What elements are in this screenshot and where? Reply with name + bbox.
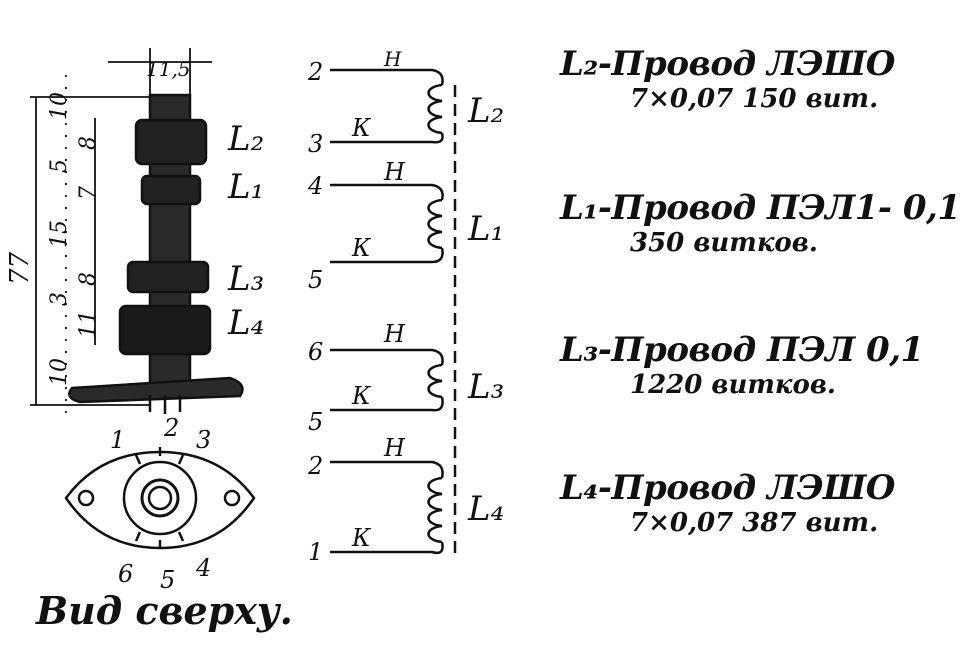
base-bore-inner xyxy=(147,485,173,511)
schem-l3-end: К xyxy=(351,382,372,410)
schem-l2-top-pin: 2 xyxy=(307,58,323,86)
dim-seg-2: 8 xyxy=(76,136,101,150)
schem-l2-start: Н xyxy=(383,47,402,71)
schem-l2-bottom-pin: 3 xyxy=(308,130,323,158)
dim-seg-4: 7 xyxy=(76,186,101,200)
spec-l3-coil: L₃ xyxy=(560,330,598,370)
dim-seg-1: 10 xyxy=(47,92,72,120)
base-outline xyxy=(64,450,256,550)
coil-l1-turns xyxy=(427,198,443,250)
winding-l4 xyxy=(118,304,212,356)
former-label-l2: L₂ xyxy=(227,119,264,159)
spec-l1-extra: 350 витков. xyxy=(630,228,818,258)
mounting-hole-right xyxy=(223,489,241,507)
base-pin-1: 1 xyxy=(110,426,125,454)
schem-l3-start: Н xyxy=(383,320,406,348)
mounting-hole-left xyxy=(77,489,95,507)
coil-l3-turns xyxy=(427,363,443,399)
dim-seg-6: 8 xyxy=(76,272,101,286)
base-pin-5: 5 xyxy=(160,566,175,594)
schem-l4-top-pin: 2 xyxy=(307,452,323,480)
spec-l1: L₁-Провод ПЭЛ1- 0,1 350 витков. xyxy=(560,188,970,258)
schem-l2-end: К xyxy=(351,114,372,142)
schem-l1-label: L₁ xyxy=(467,209,504,249)
base-pin-4: 4 xyxy=(195,554,211,582)
base-top-view xyxy=(64,447,256,550)
schem-l4-start: Н xyxy=(383,434,406,462)
schem-l1-top-pin: 4 xyxy=(307,172,323,200)
spec-l2-extra: 7×0,07 150 вит. xyxy=(630,84,879,114)
dim-seg-7: 3 xyxy=(47,292,72,306)
caption-top-view: Вид сверху. xyxy=(36,588,293,633)
dimension-lines xyxy=(30,48,212,420)
dim-seg-5: 15 xyxy=(47,220,72,248)
schem-l4-label: L₄ xyxy=(467,489,504,529)
base-pin-3: 3 xyxy=(196,426,211,454)
schem-l3-label: L₃ xyxy=(467,367,504,407)
spec-l4-extra: 7×0,07 387 вит. xyxy=(630,508,879,538)
former-label-l4: L₄ xyxy=(227,303,264,343)
dim-diameter: 11,5 xyxy=(146,57,191,81)
spec-l3-extra: 1220 витков. xyxy=(630,370,836,400)
base-collar xyxy=(122,460,198,536)
dim-total: 77 xyxy=(5,251,35,285)
coil-former-drawing xyxy=(68,93,244,414)
spec-l3-desc: -Провод ПЭЛ 0,1 xyxy=(597,330,924,370)
former-label-l1: L₁ xyxy=(227,167,264,207)
dim-seg-8: 11 xyxy=(76,310,101,338)
schem-l4-end: К xyxy=(351,524,372,552)
base-pin-2: 2 xyxy=(163,414,179,442)
spec-l2-desc: -Провод ЛЭШО xyxy=(597,44,896,84)
spec-l4-desc: -Провод ЛЭШО xyxy=(597,468,896,508)
coil-l2-turns xyxy=(427,83,443,135)
spec-l2-coil: L₂ xyxy=(560,44,598,84)
spec-l1-desc: -Провод ПЭЛ1- 0,1 xyxy=(597,188,961,228)
schem-l1-bottom-pin: 5 xyxy=(308,266,323,294)
spec-l2: L₂-Провод ЛЭШО 7×0,07 150 вит. xyxy=(560,44,970,114)
dim-seg-9: 10 xyxy=(47,358,72,386)
winding-l1 xyxy=(140,174,202,206)
winding-l3 xyxy=(126,260,210,294)
schem-l1-start: Н xyxy=(383,158,406,186)
winding-schematic xyxy=(330,68,457,555)
spec-l4: L₄-Провод ЛЭШО 7×0,07 387 вит. xyxy=(560,468,970,538)
schem-l3-bottom-pin: 5 xyxy=(308,408,323,436)
schem-l2-label: L₂ xyxy=(467,91,504,131)
base-flange xyxy=(68,376,244,404)
spec-l3: L₃-Провод ПЭЛ 0,1 1220 витков. xyxy=(560,330,970,400)
base-bore-outer xyxy=(140,478,180,518)
spec-l4-coil: L₄ xyxy=(560,468,598,508)
base-pin-6: 6 xyxy=(118,560,133,588)
winding-l2 xyxy=(134,118,208,166)
former-label-l3: L₃ xyxy=(227,259,264,299)
schem-l3-top-pin: 6 xyxy=(308,338,323,366)
schem-l1-end: К xyxy=(351,234,372,262)
schem-l4-bottom-pin: 1 xyxy=(308,538,323,566)
dim-seg-3: 5 xyxy=(47,159,72,173)
spec-l1-coil: L₁ xyxy=(560,188,598,228)
coil-l4-turns xyxy=(427,476,443,544)
